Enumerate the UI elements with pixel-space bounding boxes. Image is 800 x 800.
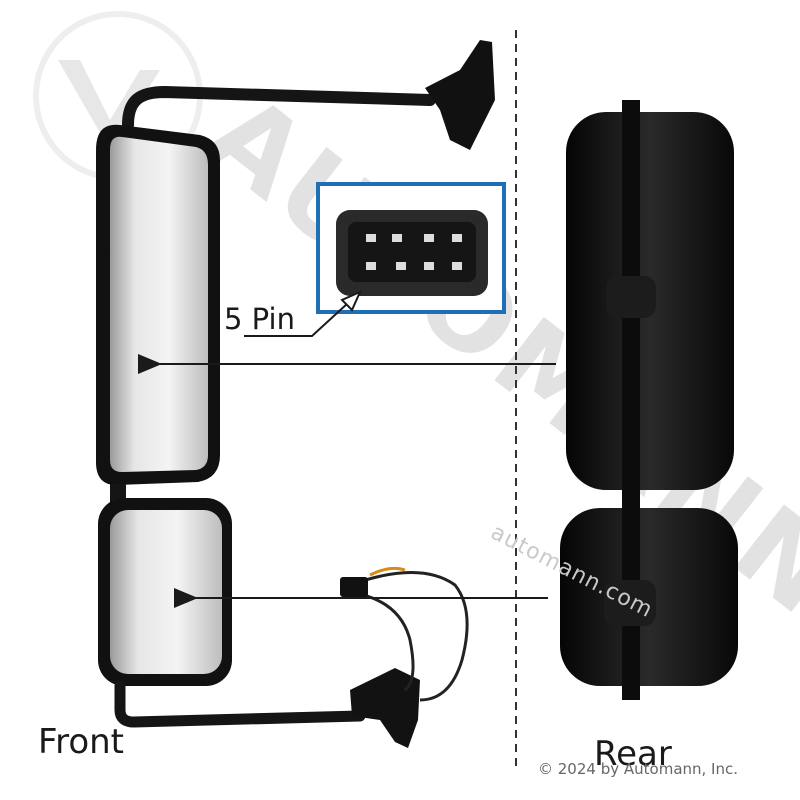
pin-callout-line bbox=[244, 290, 362, 337]
front-convex-mirror bbox=[98, 498, 232, 686]
upper-arm bbox=[122, 40, 495, 150]
rear-support-pole bbox=[604, 100, 656, 700]
connector-inset bbox=[316, 182, 506, 314]
front-main-mirror bbox=[96, 124, 220, 486]
front-view-label: Front bbox=[38, 722, 124, 762]
copyright-notice: © 2024 by Automann, Inc. bbox=[538, 760, 739, 778]
rear-view-label: Rear bbox=[594, 734, 672, 774]
pin-count-label: 5 Pin bbox=[224, 302, 295, 336]
lower-arm bbox=[114, 668, 420, 748]
